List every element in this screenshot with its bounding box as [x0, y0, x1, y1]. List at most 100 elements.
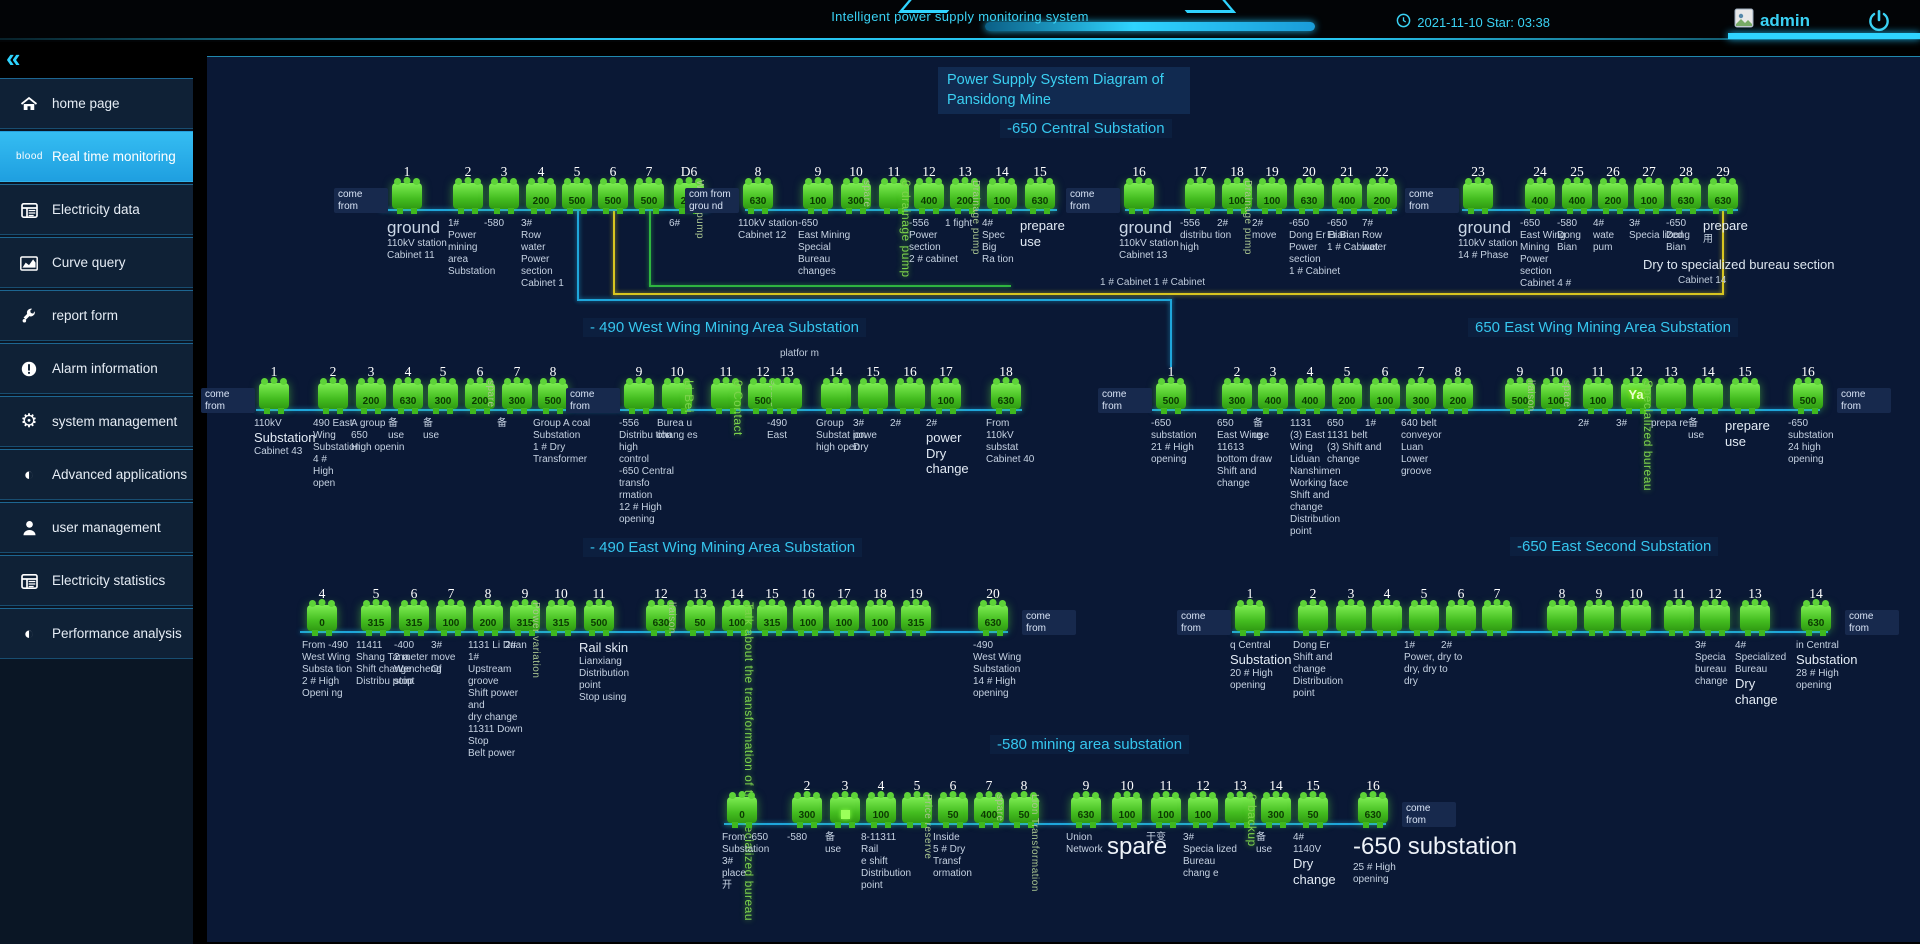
user-menu[interactable]: admin [1734, 8, 1810, 33]
sidebar-item-user-management[interactable]: user management [0, 502, 193, 553]
sidebar-item-electricity-statistics[interactable]: Electricity statistics [0, 555, 193, 606]
sidebar-item-curve-query[interactable]: Curve query [0, 237, 193, 288]
breaker-3[interactable]: 3 [1328, 586, 1374, 636]
breaker-10[interactable]: 10 [1613, 586, 1659, 636]
breaker-4[interactable]: 4 [1364, 586, 1410, 636]
sidebar-item-report-form[interactable]: report form [0, 290, 193, 341]
sidebar-item-advanced-applications[interactable]: ◐Advanced applications [0, 449, 193, 500]
breaker-3[interactable]: 3-580 [481, 164, 527, 230]
sidebar-item-electricity-data[interactable]: Electricity data [0, 184, 193, 235]
sidebar-item-system-management[interactable]: ⚙system management [0, 396, 193, 447]
sidebar-item-home-page[interactable]: home page [0, 78, 193, 129]
breaker-11[interactable]: 11 [1656, 586, 1702, 636]
power-icon[interactable] [1866, 8, 1892, 34]
sidebar-item-alarm-information[interactable]: Alarm information [0, 343, 193, 394]
breaker-8[interactable]: 8 [1539, 586, 1585, 636]
breaker-9[interactable]: 9 [1576, 586, 1622, 636]
sidebar-item-performance-analysis[interactable]: ◐Performance analysis [0, 608, 193, 659]
